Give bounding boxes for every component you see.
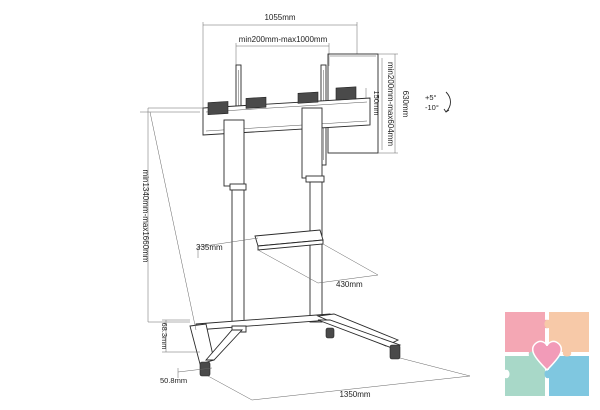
plate-height-label: 630mm: [401, 91, 410, 118]
mount-bracket: [202, 86, 371, 136]
caster-width-label: 50.8mm: [160, 376, 187, 385]
columns: [223, 107, 325, 331]
base-frame: [189, 313, 402, 377]
height-dimension: min1340mm-max1660mm: [141, 107, 205, 323]
base-width-dimension: 1350mm: [140, 111, 471, 401]
vesa-horizontal-label: min200mm-max1000mm: [239, 35, 328, 44]
tilt-indicator: +5° -10°: [425, 91, 451, 113]
base-width-label: 1350mm: [339, 390, 370, 399]
vesa-horizontal-dimension: min200mm-max1000mm: [235, 35, 330, 66]
shelf-depth-label: 335mm: [196, 243, 223, 252]
tilt-up-label: +5°: [425, 93, 437, 102]
tilt-down-label: -10°: [425, 103, 439, 112]
puzzle-heart-logo: [505, 312, 589, 396]
caster-height-label: 68.3mm: [160, 322, 169, 349]
overall-width-label: 1055mm: [264, 13, 295, 22]
vesa-vertical-label: min200mm-max604mm: [386, 62, 395, 146]
height-range-label: min1340mm-max1660mm: [141, 170, 150, 263]
shelf-width-label: 430mm: [336, 280, 363, 289]
overall-width-dimension: 1055mm: [202, 13, 358, 108]
vesa-offset-label: 150mm: [372, 90, 381, 115]
plate-dimensions: 630mm min200mm-max604mm 150mm: [365, 53, 410, 154]
shelf: 335mm 430mm: [196, 229, 379, 289]
caster-dimensions: 68.3mm 50.8mm: [160, 319, 213, 385]
